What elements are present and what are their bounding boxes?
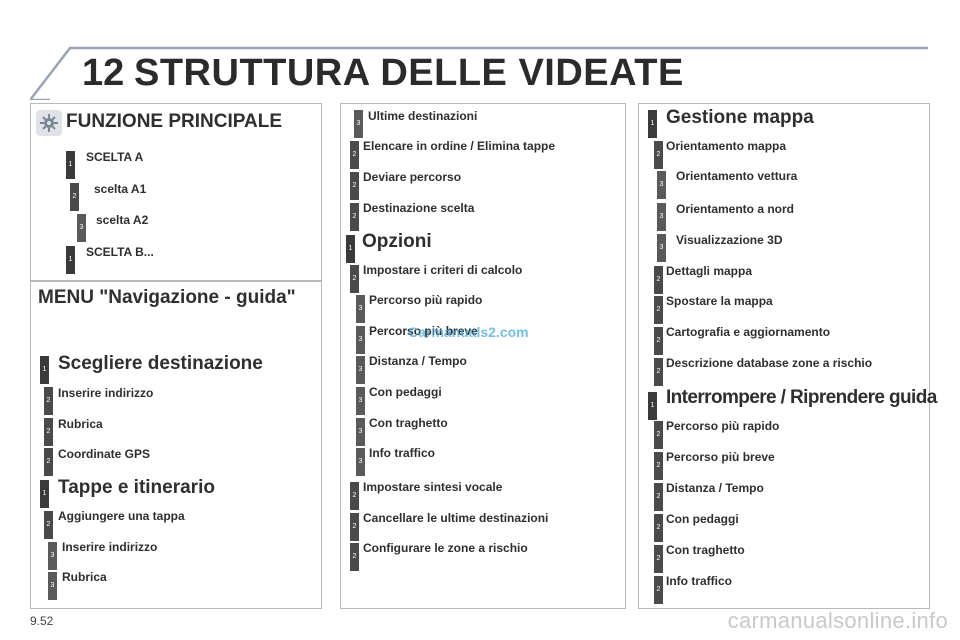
level-badge: 3 bbox=[657, 171, 666, 199]
level-badge: 2 bbox=[350, 141, 359, 169]
menu-item: Orientamento vettura bbox=[676, 169, 798, 183]
menu-item: Percorso più rapido bbox=[666, 419, 780, 433]
menu-item: Visualizzazione 3D bbox=[676, 233, 783, 247]
menu-item: scelta A1 bbox=[94, 182, 147, 196]
menu-item: Info traffico bbox=[369, 446, 435, 460]
menu-item: Rubrica bbox=[62, 570, 107, 584]
menu-item: Elencare in ordine / Elimina tappe bbox=[363, 139, 556, 153]
menu-item: Coordinate GPS bbox=[58, 447, 151, 461]
menu-item: SCELTA A bbox=[86, 150, 144, 164]
level-badge: 3 bbox=[657, 203, 666, 231]
menu-item: Deviare percorso bbox=[363, 170, 462, 184]
right-panel bbox=[638, 103, 930, 609]
menu-item: Cartografia e aggiornamento bbox=[666, 325, 831, 339]
section-heading: Interrompere / Riprendere guida bbox=[666, 387, 937, 408]
level-badge: 2 bbox=[654, 421, 663, 449]
level-badge: 2 bbox=[654, 452, 663, 480]
level-badge: 3 bbox=[48, 542, 57, 570]
level-badge: 1 bbox=[40, 356, 49, 384]
level-badge: 2 bbox=[44, 418, 53, 446]
section-heading: Tappe e itinerario bbox=[58, 477, 215, 498]
level-badge: 1 bbox=[66, 246, 75, 274]
menu-item: Cancellare le ultime destinazioni bbox=[363, 511, 549, 525]
level-badge: 1 bbox=[648, 392, 657, 420]
level-badge: 3 bbox=[356, 326, 365, 354]
chapter-number: 12 bbox=[82, 52, 125, 94]
menu-item: Con pedaggi bbox=[666, 512, 739, 526]
level-badge: 2 bbox=[350, 482, 359, 510]
menu-title: MENU "Navigazione - guida" bbox=[38, 287, 296, 308]
level-badge: 2 bbox=[350, 203, 359, 231]
menu-item: Con pedaggi bbox=[369, 385, 442, 399]
menu-item: Dettagli mappa bbox=[666, 264, 753, 278]
menu-item: Distanza / Tempo bbox=[666, 481, 764, 495]
menu-panel bbox=[30, 281, 322, 609]
level-badge: 2 bbox=[350, 172, 359, 200]
level-badge: 2 bbox=[44, 511, 53, 539]
middle-panel bbox=[340, 103, 626, 609]
level-badge: 3 bbox=[48, 572, 57, 600]
menu-item: Orientamento mappa bbox=[666, 139, 787, 153]
section-heading: Scegliere destinazione bbox=[58, 353, 263, 374]
level-badge: 3 bbox=[356, 448, 365, 476]
level-badge: 2 bbox=[654, 296, 663, 324]
menu-item: Distanza / Tempo bbox=[369, 354, 467, 368]
menu-item: Impostare sintesi vocale bbox=[363, 480, 503, 494]
level-badge: 1 bbox=[346, 235, 355, 263]
level-badge: 2 bbox=[654, 141, 663, 169]
level-badge: 2 bbox=[654, 514, 663, 542]
level-badge: 3 bbox=[356, 356, 365, 384]
menu-item: Inserire indirizzo bbox=[58, 386, 154, 400]
menu-item: Percorso più breve bbox=[369, 324, 478, 338]
level-badge: 3 bbox=[354, 110, 363, 138]
menu-item: Impostare i criteri di calcolo bbox=[363, 263, 523, 277]
menu-item: SCELTA B... bbox=[86, 245, 154, 259]
level-badge: 2 bbox=[654, 358, 663, 386]
level-badge: 2 bbox=[654, 545, 663, 573]
menu-item: Info traffico bbox=[666, 574, 732, 588]
level-badge: 2 bbox=[70, 183, 79, 211]
level-badge: 3 bbox=[657, 234, 666, 262]
level-badge: 2 bbox=[44, 448, 53, 476]
menu-item: Configurare le zone a rischio bbox=[363, 541, 528, 555]
header-band bbox=[30, 46, 928, 100]
menu-item: Rubrica bbox=[58, 417, 103, 431]
gear-icon bbox=[36, 110, 62, 136]
level-badge: 2 bbox=[44, 387, 53, 415]
menu-item: Aggiungere una tappa bbox=[58, 509, 185, 523]
level-badge: 3 bbox=[356, 295, 365, 323]
level-badge: 1 bbox=[66, 151, 75, 179]
menu-item: scelta A2 bbox=[96, 213, 149, 227]
menu-item: Orientamento a nord bbox=[676, 202, 795, 216]
level-badge: 2 bbox=[654, 576, 663, 604]
section-heading: Opzioni bbox=[362, 231, 432, 252]
menu-item: Percorso più rapido bbox=[369, 293, 483, 307]
menu-item: Percorso più breve bbox=[666, 450, 775, 464]
menu-item: Descrizione database zone a rischio bbox=[666, 356, 873, 370]
footer-watermark: carmanualsonline.info bbox=[727, 608, 948, 633]
menu-item: Ultime destinazioni bbox=[368, 109, 478, 123]
menu-item: Con traghetto bbox=[666, 543, 745, 557]
level-badge: 3 bbox=[356, 418, 365, 446]
menu-item: Spostare la mappa bbox=[666, 294, 773, 308]
page-number: 9.52 bbox=[30, 614, 54, 628]
section-heading: Gestione mappa bbox=[666, 107, 814, 128]
page-title: STRUTTURA DELLE VIDEATE bbox=[134, 52, 684, 94]
level-badge: 2 bbox=[350, 543, 359, 571]
level-badge: 1 bbox=[648, 110, 657, 138]
menu-item: Con traghetto bbox=[369, 416, 448, 430]
level-badge: 3 bbox=[356, 387, 365, 415]
level-badge: 2 bbox=[350, 513, 359, 541]
level-badge: 2 bbox=[654, 327, 663, 355]
funzione-title: FUNZIONE PRINCIPALE bbox=[66, 111, 283, 132]
menu-item: Destinazione scelta bbox=[363, 201, 475, 215]
level-badge: 1 bbox=[40, 480, 49, 508]
level-badge: 3 bbox=[77, 214, 86, 242]
menu-item: Inserire indirizzo bbox=[62, 540, 158, 554]
level-badge: 2 bbox=[654, 266, 663, 294]
level-badge: 2 bbox=[654, 483, 663, 511]
watermark: Carmanuals2.com bbox=[408, 324, 529, 340]
level-badge: 2 bbox=[350, 265, 359, 293]
